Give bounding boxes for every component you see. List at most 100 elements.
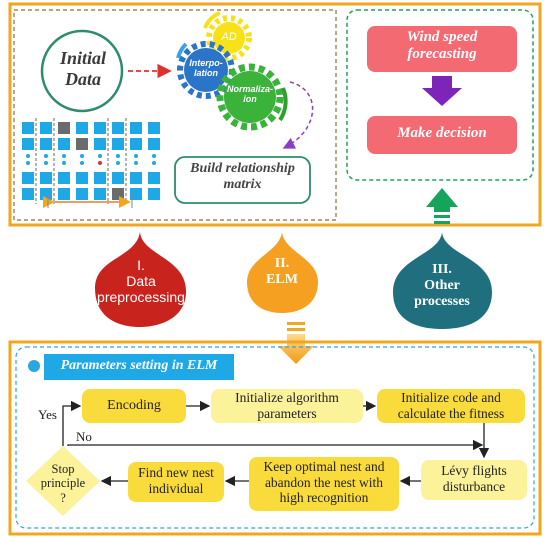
matrix-cell xyxy=(112,138,124,150)
bottom-frame xyxy=(8,340,542,536)
matrix-cell xyxy=(76,122,88,134)
matrix-dot xyxy=(98,161,102,165)
matrix-cell xyxy=(40,138,52,150)
parameters-title-bar xyxy=(44,354,234,380)
matrix-cell xyxy=(22,122,34,134)
levy-flights-label: Lévy flights disturbance xyxy=(421,463,527,494)
matrix-dot xyxy=(44,161,48,165)
matrix-cell xyxy=(58,188,70,200)
matrix-cell xyxy=(22,138,34,150)
matrix-cell xyxy=(58,172,70,184)
matrix-cell xyxy=(58,138,70,150)
matrix-dot xyxy=(80,161,84,165)
green-up-arrow xyxy=(426,188,458,224)
matrix-dot xyxy=(116,161,120,165)
stage-1-line-1: I. xyxy=(137,257,145,273)
stage-3-line-2: Other xyxy=(424,278,460,294)
matrix-cell xyxy=(76,138,88,150)
initialize-algorithm-box xyxy=(211,389,363,423)
find-new-nest-box xyxy=(128,462,224,502)
matrix-cell xyxy=(94,188,106,200)
parameters-title: Parameters setting in ELM xyxy=(60,358,218,373)
matrix-dot xyxy=(134,154,138,158)
build-matrix-line-2: matrix xyxy=(223,177,262,193)
stop-principle-diamond xyxy=(26,446,100,516)
matrix-cell xyxy=(94,122,106,134)
stage-3-label: III. Other processes xyxy=(395,262,489,310)
initialize-code-box xyxy=(377,389,525,423)
blue-bullet xyxy=(28,360,40,372)
interpolation-gear xyxy=(176,41,235,99)
stage-2-drop xyxy=(247,232,318,313)
stop-principle-line-1: Stop xyxy=(51,462,75,476)
arrow-no-loop xyxy=(67,439,484,451)
matrix-cell xyxy=(112,188,124,200)
initial-data-label: Initial Data xyxy=(44,48,122,89)
keep-optimal-line-1: Keep optimal nest and xyxy=(263,459,385,474)
levy-flights-line-1: Lévy flights xyxy=(441,463,507,478)
build-matrix-box xyxy=(174,156,311,204)
make-decision-box xyxy=(367,116,517,154)
wind-speed-line-1: Wind speed xyxy=(406,29,478,45)
find-new-nest-line-1: Find new nest xyxy=(138,465,214,480)
data-matrix xyxy=(22,118,160,204)
matrix-cell xyxy=(58,122,70,134)
matrix-cell xyxy=(94,172,106,184)
normalization-line-2: ion xyxy=(243,94,257,105)
stage-2-label: II. ELM xyxy=(252,256,312,288)
levy-flights-line-2: disturbance xyxy=(442,478,506,494)
forecast-dashed-box xyxy=(346,9,534,181)
stage-2-line-1: II. xyxy=(274,256,290,271)
matrix-dot xyxy=(26,161,30,165)
matrix-cell xyxy=(76,188,88,200)
levy-flights-box xyxy=(421,460,527,500)
gears-group xyxy=(176,11,288,131)
build-matrix-label: Build relationship matrix xyxy=(175,161,310,193)
keep-optimal-line-3: high recognition xyxy=(279,490,369,506)
matrix-cell xyxy=(130,188,142,200)
build-matrix-line-1: Build relationship xyxy=(190,161,295,176)
initialize-algorithm-line-1: Initialize algorithm xyxy=(235,390,339,405)
stage-3-drop xyxy=(393,232,492,329)
matrix-cell xyxy=(40,188,52,200)
stage-1-line-2: Data xyxy=(126,273,156,290)
matrix-cell xyxy=(112,172,124,184)
matrix-cell xyxy=(22,172,34,184)
matrix-cell xyxy=(22,188,34,200)
encoding-box xyxy=(82,389,186,423)
matrix-dot xyxy=(152,154,156,158)
matrix-dot xyxy=(26,154,30,158)
initial-data-circle xyxy=(40,29,124,113)
matrix-dot xyxy=(98,154,102,158)
keep-optimal-line-2: abandon the nest with xyxy=(264,474,384,490)
initialize-code-label: Initialize code and calculate the fitnes… xyxy=(377,390,525,421)
matrix-cell xyxy=(130,138,142,150)
find-new-nest-line-2: individual xyxy=(148,480,204,496)
arrow-yes-loop xyxy=(62,400,82,446)
matrix-dot xyxy=(134,161,138,165)
stop-principle-label: Stop principle ? xyxy=(31,462,95,505)
stage-3-line-3: processes xyxy=(414,294,470,310)
initialize-code-line-2: calculate the fitness xyxy=(397,405,505,421)
interpolation-gear-label: Interpo- lation xyxy=(182,58,230,79)
stage-1-line-3: preprocessing xyxy=(97,289,185,306)
matrix-dot xyxy=(116,154,120,158)
preprocessing-dashed-box xyxy=(13,9,337,221)
matrix-dot xyxy=(152,161,156,165)
stage-3-line-1: III. xyxy=(432,262,452,277)
stop-principle-line-2: principle xyxy=(40,476,86,491)
no-label: No xyxy=(76,429,92,444)
bottom-dashed-box xyxy=(15,346,535,529)
interpolation-line-2: lation xyxy=(194,68,218,79)
matrix-cell xyxy=(76,172,88,184)
initialize-algorithm-line-2: parameters xyxy=(257,405,317,421)
matrix-dot xyxy=(80,154,84,158)
matrix-cell xyxy=(148,122,160,134)
wind-speed-label: Wind speed forecasting xyxy=(367,29,517,64)
initial-data-line-1: Initial xyxy=(59,48,107,68)
initial-data-line-2: Data xyxy=(65,68,101,89)
initialize-algorithm-label: Initialize algorithm parameters xyxy=(211,390,363,421)
keep-optimal-box xyxy=(249,457,399,511)
